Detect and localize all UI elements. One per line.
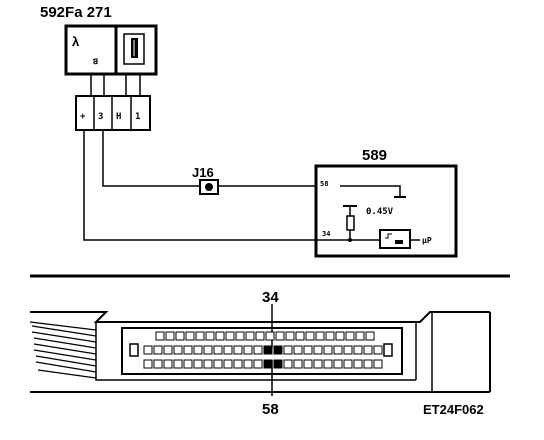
connector-pin: [143, 345, 153, 355]
connector-pin: [153, 345, 163, 355]
pin-2-symbol: 3: [98, 112, 103, 122]
connector-pin: [205, 331, 215, 341]
connector-pin: [235, 331, 245, 341]
connector-pin: [193, 359, 203, 369]
connector-pin: [163, 345, 173, 355]
connector-pin: [285, 331, 295, 341]
lambda-symbol: λ: [72, 34, 80, 49]
ecu-connector-pins: [143, 331, 383, 369]
connector-pin: [313, 359, 323, 369]
connector-pin: [143, 359, 153, 369]
connector-pin: [303, 359, 313, 369]
connector-pin: [293, 345, 303, 355]
sensor-inner-mark: ᥑ: [92, 56, 98, 67]
connector-pin: [305, 331, 315, 341]
connector-pin: [275, 331, 285, 341]
connector-pin: [293, 359, 303, 369]
connector-pin: [183, 359, 193, 369]
connector-pin: [243, 359, 253, 369]
connector-pin: [313, 345, 323, 355]
connector-pin: [183, 345, 193, 355]
connector-pin: [213, 359, 223, 369]
connector-pin: [343, 345, 353, 355]
connector-pin: [333, 345, 343, 355]
connector-pin: [263, 359, 273, 369]
connector-pin-34-label: 34: [262, 289, 279, 306]
connector-pin: [333, 359, 343, 369]
converter-icon: [379, 229, 411, 249]
connector-pin: [195, 331, 205, 341]
sensor-body: λ ᥑ: [64, 24, 158, 96]
connector-pin: [233, 359, 243, 369]
connector-pin: [295, 331, 305, 341]
figure-code: ET24F062: [423, 402, 484, 417]
connector-pin: [243, 345, 253, 355]
connector-pin: [245, 331, 255, 341]
connector-pin: [215, 331, 225, 341]
connector-pin: [373, 359, 383, 369]
connector-pin: [253, 359, 263, 369]
connector-pin: [223, 345, 233, 355]
j16-label: J16: [192, 165, 214, 180]
connector-pin: [363, 359, 373, 369]
ecu-pin-58-label: 58: [320, 180, 328, 188]
connector-pin: [335, 331, 345, 341]
connector-pin: [173, 345, 183, 355]
ecu-box: 58 0.45V 34 μP: [314, 164, 458, 258]
connector-pin: [203, 345, 213, 355]
connector-pin: [255, 331, 265, 341]
connector-pin: [323, 359, 333, 369]
connector-pin: [153, 359, 163, 369]
ecu-label: 589: [362, 147, 387, 164]
connector-pin: [353, 345, 363, 355]
connector-pin: [233, 345, 243, 355]
connector-pin: [265, 331, 275, 341]
connector-pin: [165, 331, 175, 341]
connector-pin: [163, 359, 173, 369]
connector-pin: [273, 345, 283, 355]
connector-pin: [365, 331, 375, 341]
pin-1-symbol: +: [80, 112, 86, 122]
connector-pin: [175, 331, 185, 341]
connector-pin: [353, 359, 363, 369]
connector-pin: [185, 331, 195, 341]
connector-pin: [173, 359, 183, 369]
connector-pin: [323, 345, 333, 355]
connector-pin: [273, 359, 283, 369]
ecu-pin-34-label: 34: [322, 230, 330, 238]
sensor-label: 592Fa 271: [40, 4, 112, 21]
wires: [83, 130, 316, 241]
connector-pin: [203, 359, 213, 369]
connector-pin: [223, 359, 233, 369]
connector-pin: [303, 345, 313, 355]
connector-pin: [315, 331, 325, 341]
connector-pin: [343, 359, 353, 369]
connector-pin: [345, 331, 355, 341]
pin-3-symbol: H: [116, 112, 121, 122]
connector-pin: [363, 345, 373, 355]
connector-pin: [193, 345, 203, 355]
connector-pin: [283, 359, 293, 369]
pin-4-symbol: 1: [135, 112, 140, 122]
connector-pin: [155, 331, 165, 341]
micro-symbol: μP: [422, 236, 432, 245]
connector-pin: [225, 331, 235, 341]
connector-pin: [213, 345, 223, 355]
ecu-connector-body: [29, 311, 491, 393]
connector-pin: [253, 345, 263, 355]
j16-connector: [199, 179, 219, 195]
sensor-connector: + 3 H 1: [75, 95, 151, 131]
connector-pin: [263, 345, 273, 355]
connector-pin: [373, 345, 383, 355]
ecu-voltage-label: 0.45V: [366, 207, 394, 217]
connector-pin: [283, 345, 293, 355]
connector-pin: [355, 331, 365, 341]
connector-pin: [325, 331, 335, 341]
connector-pin-58-label: 58: [262, 401, 279, 418]
heater-icon: [123, 33, 145, 65]
